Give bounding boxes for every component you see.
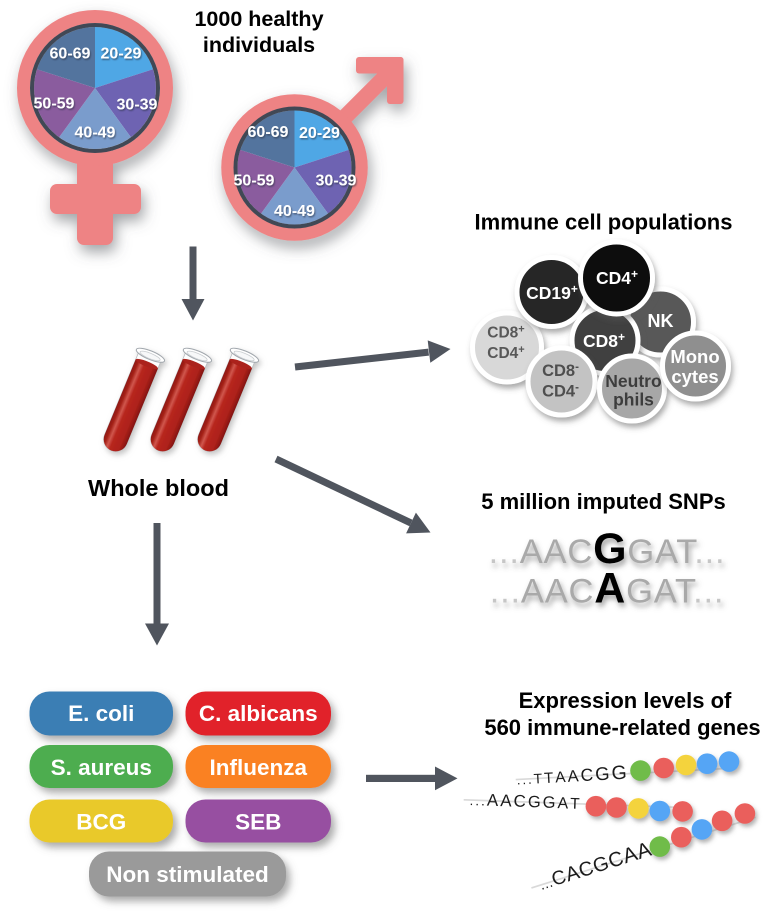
- svg-text:30-39: 30-39: [117, 97, 158, 114]
- svg-text:CD19+: CD19+: [526, 282, 578, 303]
- svg-text:40-49: 40-49: [274, 203, 315, 220]
- svg-text:5 million imputed SNPs: 5 million imputed SNPs: [481, 489, 725, 514]
- svg-text:CD8+: CD8+: [583, 330, 625, 351]
- svg-text:...AACGGAT: ...AACGGAT: [469, 790, 582, 813]
- svg-text:60-69: 60-69: [50, 46, 91, 63]
- svg-text:BCG: BCG: [76, 810, 126, 835]
- svg-text:20-29: 20-29: [101, 46, 142, 63]
- svg-text:Expression levels of: Expression levels of: [519, 688, 732, 713]
- svg-text:CD8+: CD8+: [487, 324, 524, 342]
- svg-text:...TTAACGG: ...TTAACGG: [516, 762, 629, 790]
- svg-text:Immune cell populations: Immune cell populations: [475, 210, 733, 235]
- svg-text:Neutro: Neutro: [605, 371, 661, 391]
- svg-text:Influenza: Influenza: [210, 755, 308, 780]
- svg-text:SEB: SEB: [235, 810, 281, 835]
- svg-text:individuals: individuals: [203, 33, 315, 57]
- svg-text:Mono: Mono: [670, 346, 719, 367]
- svg-text:C. albicans: C. albicans: [199, 701, 318, 726]
- svg-text:560 immune-related genes: 560 immune-related genes: [484, 715, 760, 740]
- svg-text:Whole blood: Whole blood: [88, 475, 229, 501]
- svg-text:1000 healthy: 1000 healthy: [194, 7, 323, 31]
- svg-text:CD4+: CD4+: [596, 267, 638, 288]
- svg-text:CD4-: CD4-: [542, 382, 579, 401]
- svg-text:CD4+: CD4+: [487, 344, 524, 362]
- svg-text:Non stimulated: Non stimulated: [106, 862, 269, 887]
- svg-text:E. coli: E. coli: [68, 701, 134, 726]
- svg-text:50-59: 50-59: [34, 96, 75, 113]
- svg-text:cytes: cytes: [671, 366, 718, 387]
- svg-text:50-59: 50-59: [234, 173, 275, 190]
- svg-text:60-69: 60-69: [248, 124, 289, 141]
- svg-text:...AACAGAT...: ...AACAGAT...: [490, 565, 724, 613]
- svg-text:NK: NK: [648, 311, 674, 331]
- svg-text:30-39: 30-39: [316, 173, 357, 190]
- svg-text:...AACGGAT...: ...AACGGAT...: [489, 525, 726, 573]
- svg-text:phils: phils: [613, 390, 654, 410]
- svg-text:...CACGCAA: ...CACGCAA: [536, 838, 654, 895]
- svg-text:40-49: 40-49: [75, 125, 116, 142]
- svg-text:S. aureus: S. aureus: [51, 755, 152, 780]
- svg-text:20-29: 20-29: [299, 125, 340, 142]
- svg-text:CD8-: CD8-: [542, 362, 579, 381]
